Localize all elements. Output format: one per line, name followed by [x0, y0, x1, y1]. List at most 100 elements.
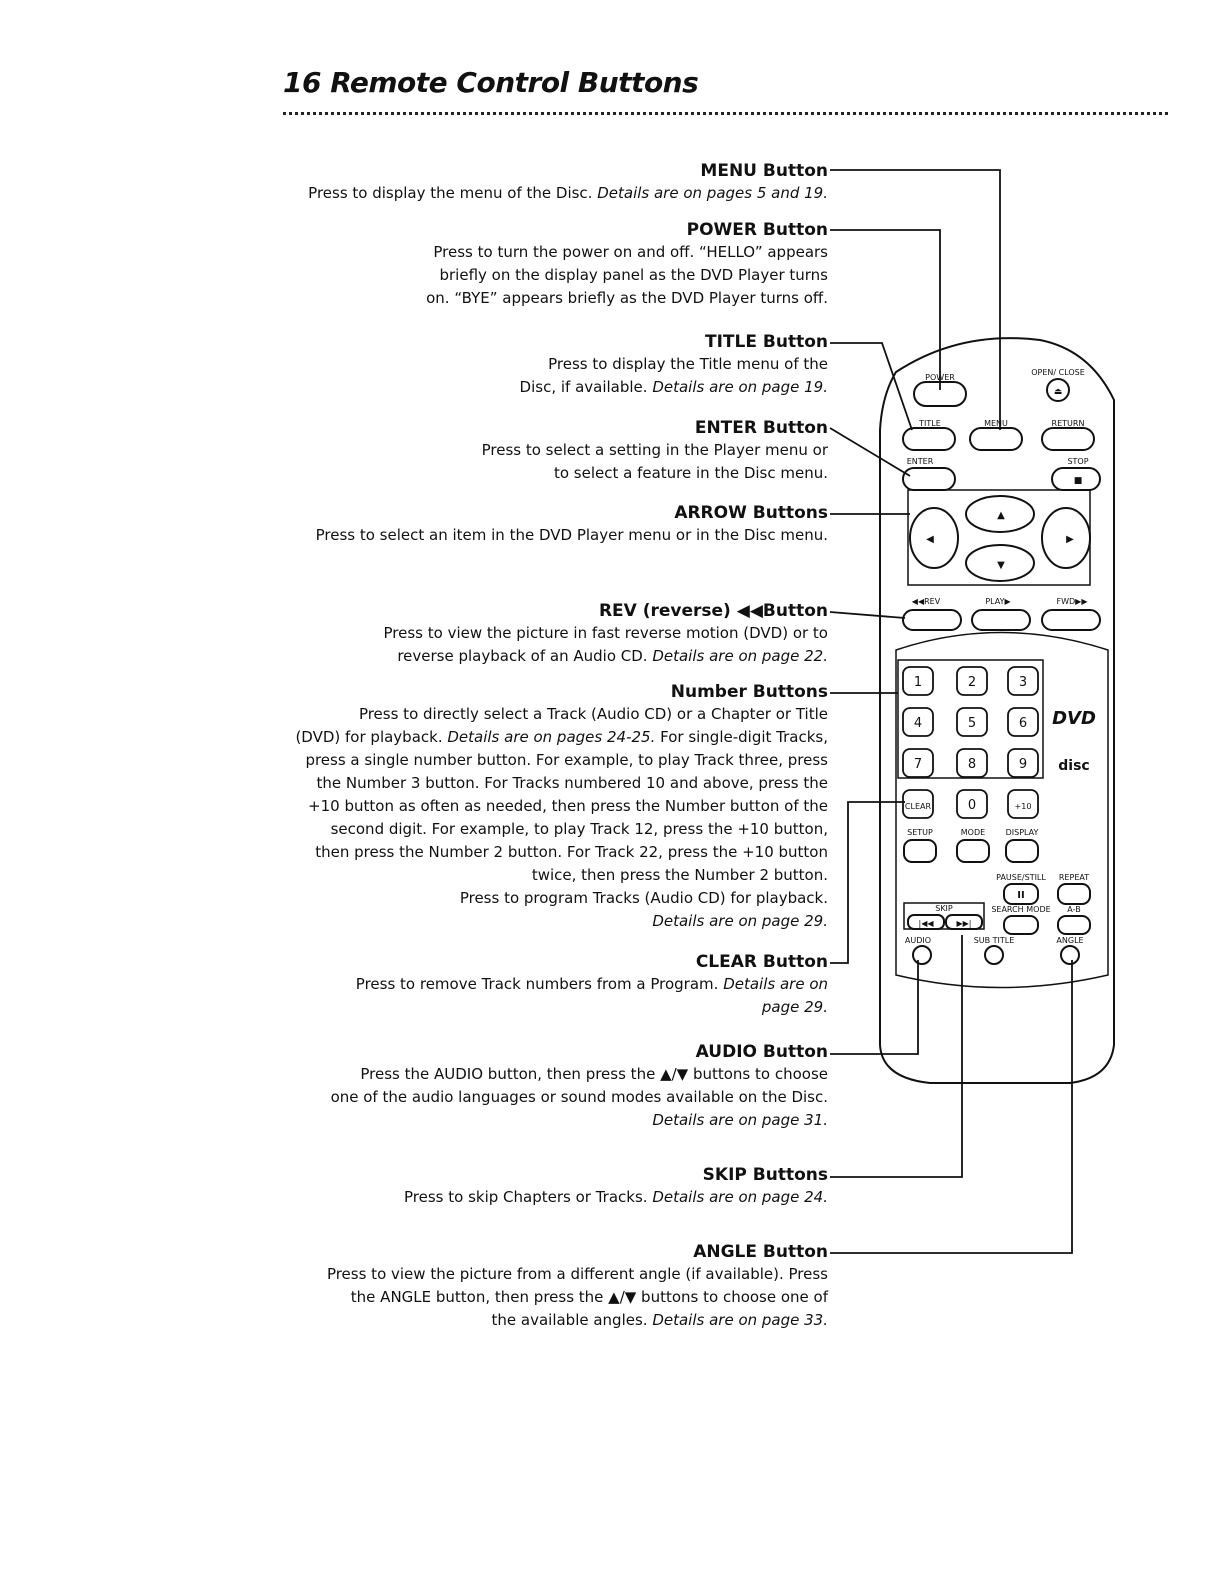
number-key: [956, 789, 988, 819]
description-text: Press to view the picture from a differe…: [326, 1265, 828, 1283]
arrow-description: Press to select an item in the DVD Playe…: [316, 524, 828, 547]
skip-back-icon: |◀◀: [919, 919, 935, 928]
open-close-label: OPEN/ CLOSE: [1031, 368, 1085, 377]
power-heading: POWER Button: [686, 220, 828, 240]
arrow-up-button: [965, 495, 1035, 533]
description-line: Press to skip Chapters or Tracks. Detail…: [404, 1186, 828, 1209]
dvd-logo: DVD: [1052, 708, 1096, 729]
description-line: Disc, if available. Details are on page …: [520, 376, 828, 399]
menu-label: MENU: [984, 419, 1008, 428]
pause-button: [1003, 883, 1039, 905]
ab-button: [1057, 915, 1091, 935]
number-key: [956, 748, 988, 778]
description-text: Disc, if available.: [519, 378, 653, 396]
eject-icon: ⏏: [1054, 387, 1063, 397]
search-mode-button: [1003, 915, 1039, 935]
arrow-heading: ARROW Buttons: [674, 503, 828, 523]
page-reference: page 29.: [761, 998, 828, 1016]
search-mode-label: SEARCH MODE: [991, 905, 1050, 914]
angle-label: ANGLE: [1056, 936, 1083, 945]
description-text: the Number 3 button. For Tracks numbered…: [316, 774, 828, 792]
number-description: Press to directly select a Track (Audio …: [295, 703, 828, 933]
number-key-label: 6: [1019, 716, 1027, 731]
page-reference: Details are on page 31.: [652, 1111, 828, 1129]
number-key-label: 1: [914, 675, 922, 690]
description-text: Press to select an item in the DVD Playe…: [315, 526, 828, 544]
number-key-label: +10: [1015, 802, 1032, 811]
number-block-frame: [897, 659, 1044, 779]
number-key: [1007, 707, 1039, 737]
leader-menu: [830, 169, 1001, 430]
leader-title: [830, 342, 913, 431]
number-key: [956, 666, 988, 696]
repeat-button: [1057, 883, 1091, 905]
menu-description: Press to display the menu of the Disc. D…: [308, 182, 828, 205]
arrow-down-button: [965, 544, 1035, 582]
angle-button: [1060, 945, 1080, 965]
description-text: briefly on the display panel as the DVD …: [439, 266, 828, 284]
arrow-left-icon: ◀: [926, 534, 934, 545]
subtitle-label: SUB TITLE: [974, 936, 1015, 945]
number-key: [1007, 789, 1039, 819]
ab-label: A-B: [1067, 905, 1080, 914]
setup-label: SETUP: [907, 828, 933, 837]
description-line: press a single number button. For exampl…: [295, 749, 828, 772]
enter-label: ENTER: [907, 457, 934, 466]
skip-forward-icon: ▶▶|: [957, 919, 972, 928]
return-label: RETURN: [1052, 419, 1085, 428]
title-label: TITLE: [918, 419, 941, 428]
description-line: Details are on page 29.: [295, 910, 828, 933]
number-key: [956, 707, 988, 737]
skip-label: SKIP: [935, 904, 953, 913]
arrow-down-icon: ▼: [997, 560, 1005, 571]
number-key: [1007, 748, 1039, 778]
description-text: Press to program Tracks (Audio CD) for p…: [459, 889, 828, 907]
description-text: Press to skip Chapters or Tracks.: [404, 1188, 653, 1206]
page-reference: Details are on: [723, 975, 828, 993]
disc-logo: disc: [1058, 758, 1089, 774]
pause-still-label: PAUSE/STILL: [996, 873, 1046, 882]
mode-button: [956, 839, 990, 863]
description-text: Press to view the picture in fast revers…: [383, 624, 829, 642]
number-key-label: 5: [968, 716, 976, 731]
description-line: Details are on page 31.: [331, 1109, 828, 1132]
description-text: the available angles.: [491, 1311, 653, 1329]
description-line: Press to program Tracks (Audio CD) for p…: [295, 887, 828, 910]
description-line: second digit. For example, to play Track…: [295, 818, 828, 841]
description-line: (DVD) for playback. Details are on pages…: [295, 726, 828, 749]
enter-button: [902, 467, 956, 491]
number-key: [902, 789, 934, 819]
description-text: then press the Number 2 button. For Trac…: [315, 843, 828, 861]
page-title: 16 Remote Control Buttons: [283, 66, 699, 99]
subtitle-button: [984, 945, 1004, 965]
description-text: Press to display the menu of the Disc.: [308, 184, 598, 202]
description-text: Press to remove Track numbers from a Pro…: [355, 975, 724, 993]
angle-description: Press to view the picture from a differe…: [327, 1263, 828, 1332]
display-label: DISPLAY: [1006, 828, 1039, 837]
remote-lower-panel: [895, 631, 1109, 989]
clear-heading: CLEAR Button: [695, 952, 828, 972]
fwd-button: [1041, 609, 1101, 631]
description-text: Press to turn the power on and off. “HEL…: [433, 243, 828, 261]
number-key-label: 7: [914, 757, 922, 772]
title-heading: TITLE Button: [705, 332, 828, 352]
play-button: [971, 609, 1031, 631]
audio-description: Press the AUDIO button, then press the ▲…: [331, 1063, 828, 1132]
number-key: [902, 666, 934, 696]
description-text: (DVD) for playback.: [295, 728, 448, 746]
description-line: page 29.: [356, 996, 828, 1019]
page-reference: Details are on pages 24-25.: [447, 728, 656, 746]
description-text: For single-digit Tracks,: [655, 728, 828, 746]
page-reference: Details are on page 22.: [652, 647, 828, 665]
stop-label: STOP: [1067, 457, 1088, 466]
pause-icon: II: [1017, 890, 1024, 901]
number-key-label: 8: [968, 757, 976, 772]
leader-enter: [829, 427, 911, 477]
audio-label: AUDIO: [905, 936, 931, 945]
arrow-right-button: [1041, 507, 1091, 569]
description-text: to select a feature in the Disc menu.: [553, 464, 828, 482]
